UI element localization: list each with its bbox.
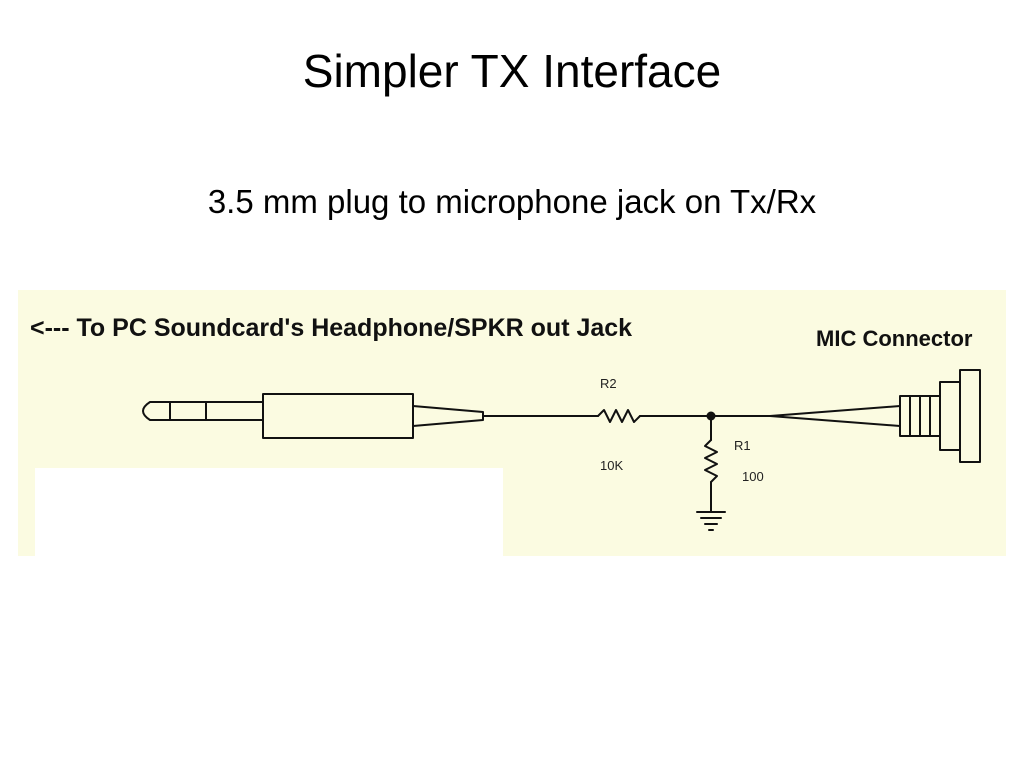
slide-subtitle: 3.5 mm plug to microphone jack on Tx/Rx <box>207 183 817 220</box>
blank-mask-block <box>35 468 503 556</box>
mic-connector-flange <box>959 369 981 463</box>
ground-symbol <box>696 511 726 531</box>
r1-ref-label: R1 <box>734 438 751 453</box>
r2-ref-label: R2 <box>600 376 617 391</box>
soundcard-heading: <--- To PC Soundcard's Headphone/SPKR ou… <box>30 314 632 342</box>
mic-connector-heading: MIC Connector <box>816 326 973 351</box>
r1-value-label: 100 <box>742 469 764 484</box>
junction-dot <box>706 411 716 421</box>
resistor-r1 <box>704 439 718 483</box>
mic-connector <box>769 369 981 463</box>
plug-tip <box>142 401 171 421</box>
circuit-diagram: <--- To PC Soundcard's Headphone/SPKR ou… <box>18 290 1006 556</box>
r2-value-label: 10K <box>600 458 623 473</box>
resistor-r2 <box>597 409 641 423</box>
plug-sleeve <box>262 393 414 439</box>
circuit-svg: <--- To PC Soundcard's Headphone/SPKR ou… <box>18 290 1006 556</box>
slide-title: Simpler TX Interface <box>302 45 722 97</box>
